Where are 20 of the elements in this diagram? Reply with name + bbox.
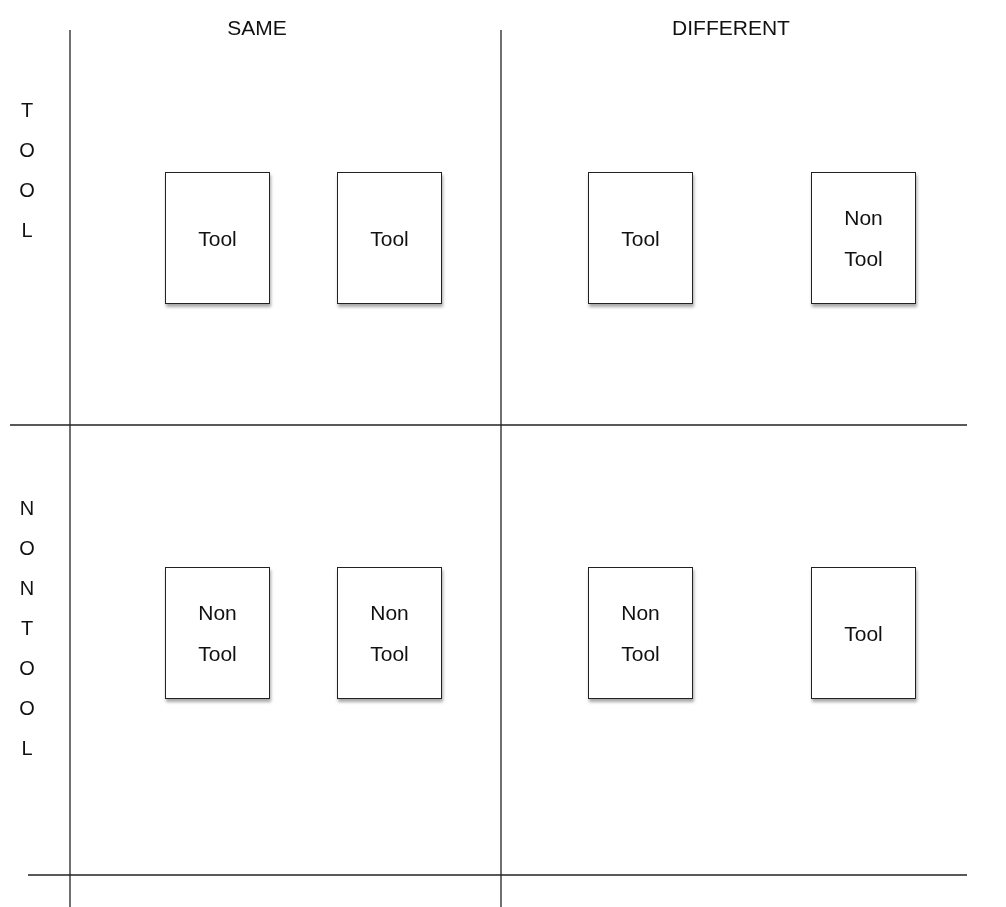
process-box [811, 172, 916, 304]
box-label: Non Tool [369, 600, 410, 667]
row-heading: TOOL [18, 98, 36, 243]
box-label: Tool [197, 225, 238, 252]
process-box [588, 567, 693, 699]
row-heading: NON TOOL [18, 496, 36, 761]
column-heading: SAME [227, 16, 287, 40]
process-box [337, 172, 442, 304]
box-label: Tool [369, 225, 410, 252]
box-label: Tool [620, 225, 661, 252]
process-box [165, 567, 270, 699]
process-box [588, 172, 693, 304]
process-box [165, 172, 270, 304]
box-label: Non Tool [843, 205, 884, 272]
box-label: Non Tool [197, 600, 238, 667]
column-heading: DIFFERENT [672, 16, 790, 40]
process-box [337, 567, 442, 699]
process-box [811, 567, 916, 699]
box-label: Tool [843, 620, 884, 647]
box-label: Non Tool [620, 600, 661, 667]
